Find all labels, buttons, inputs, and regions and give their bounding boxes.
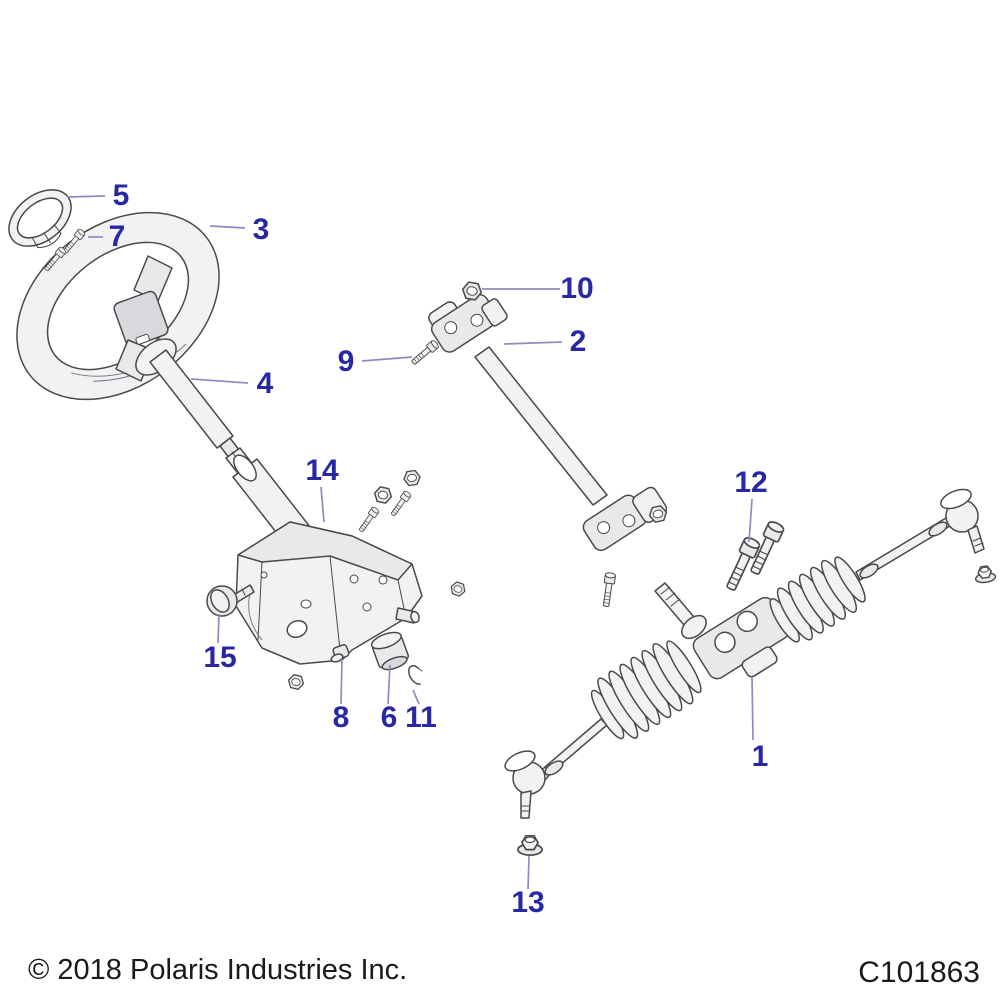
callout-2: 2 xyxy=(569,325,587,358)
callout-1: 1 xyxy=(751,740,769,773)
callout-14: 14 xyxy=(305,454,339,487)
callout-12: 12 xyxy=(734,466,768,499)
ujoint-bolt-9 xyxy=(409,338,441,367)
part-code: C101863 xyxy=(858,956,980,989)
loose-nut-8 xyxy=(286,673,306,691)
bracket-nut xyxy=(372,485,394,505)
callout-4: 4 xyxy=(256,367,274,400)
small-nut xyxy=(448,580,468,598)
bushing xyxy=(370,631,410,671)
ujoint-bolt xyxy=(600,571,617,608)
copyright-text: © 2018 Polaris Industries Inc. xyxy=(28,954,408,986)
leader-lines xyxy=(66,195,754,890)
snap-ring xyxy=(408,665,423,685)
adjuster-knob xyxy=(206,584,255,617)
callout-15: 15 xyxy=(203,641,237,674)
callout-7: 7 xyxy=(108,220,126,253)
callout-3: 3 xyxy=(252,213,270,246)
callout-5: 5 xyxy=(112,179,130,212)
intermediate-shaft xyxy=(428,294,668,552)
bracket-nut xyxy=(402,469,422,487)
steering-shaft xyxy=(135,338,255,477)
callout-9: 9 xyxy=(337,345,355,378)
callout-6: 6 xyxy=(380,701,398,734)
callout-11: 11 xyxy=(405,701,437,734)
tie-rod-nut-13 xyxy=(517,834,543,856)
bracket-bolt xyxy=(388,489,413,518)
tie-rod-nut xyxy=(973,564,997,585)
callout-10: 10 xyxy=(560,272,594,305)
steering-wheel-cap xyxy=(8,189,72,249)
steering-rack xyxy=(504,488,985,819)
bracket-bolt xyxy=(356,505,381,534)
column-bracket xyxy=(232,454,423,665)
steering-wheel xyxy=(16,211,220,401)
callout-8: 8 xyxy=(332,701,350,734)
callout-13: 13 xyxy=(511,886,545,919)
